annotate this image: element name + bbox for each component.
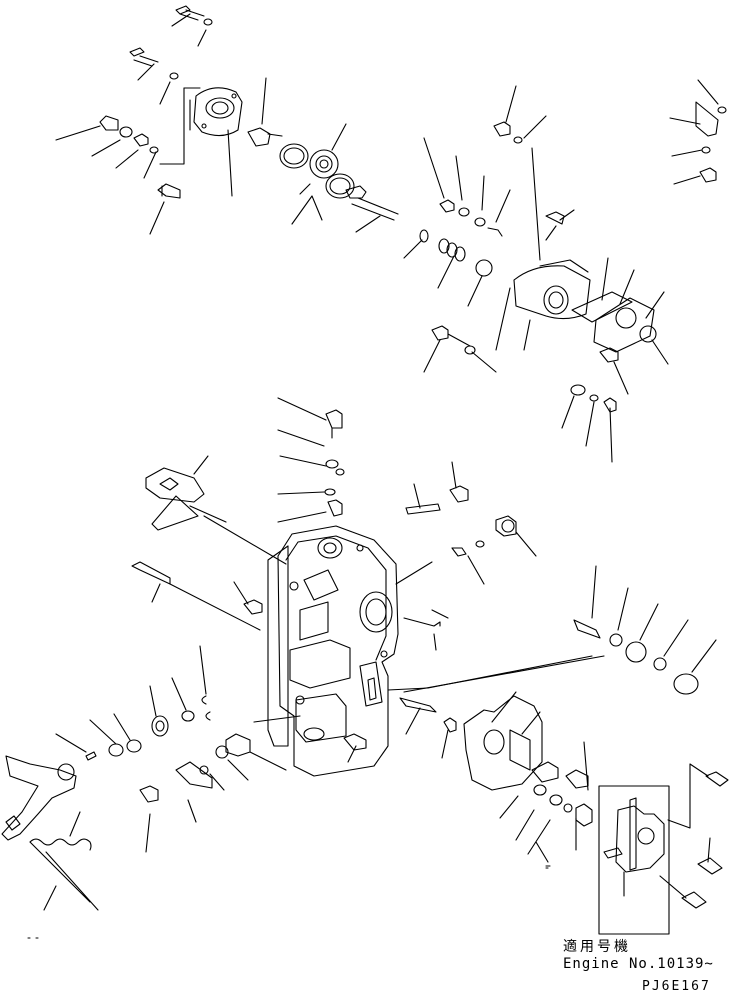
applicable-serial-japanese: 適用号機: [563, 939, 631, 955]
top-left-bolt-group: [55, 5, 243, 235]
main-pump-housing: [267, 525, 399, 777]
mid-right-fittings: [395, 461, 717, 695]
center-small-fasteners: [277, 397, 345, 523]
drawing-code: PJ6E167: [642, 979, 711, 994]
bottom-center-fittings: [139, 609, 593, 853]
applicable-serial-english: Engine No.10139~: [563, 956, 714, 972]
top-center-seal-group: [247, 77, 399, 233]
left-mid-lever-group: [1, 455, 287, 911]
stray-mark: [545, 865, 551, 869]
top-right-housing-group: [403, 79, 727, 463]
bottom-right-governor-group: [463, 691, 729, 935]
